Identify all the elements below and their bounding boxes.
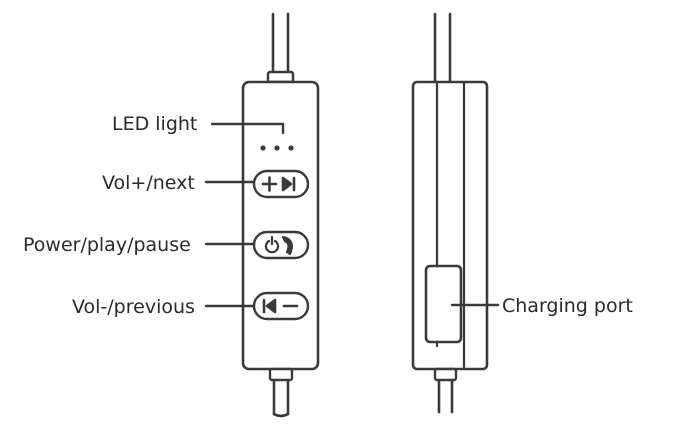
plus-next-icon xyxy=(261,176,296,192)
remote-side-view xyxy=(411,12,500,414)
bottom-cable xyxy=(268,367,294,418)
leader-lines-left xyxy=(204,122,285,308)
side-top-cable xyxy=(433,12,452,84)
led-light-dots xyxy=(260,145,294,151)
previous-minus-icon xyxy=(262,298,299,314)
top-cable xyxy=(266,12,295,84)
vol-up-next-button[interactable] xyxy=(252,169,310,199)
vol-up-label: Vol+/next xyxy=(102,172,195,194)
led-light-label: LED light xyxy=(112,113,197,135)
power-label: Power/play/pause xyxy=(23,234,191,256)
power-play-pause-button[interactable] xyxy=(252,230,310,260)
side-bottom-cable xyxy=(433,367,458,414)
vol-down-previous-button[interactable] xyxy=(252,291,310,321)
power-phone-icon xyxy=(264,235,293,256)
remote-front-view xyxy=(204,12,320,418)
charging-port-label: Charging port xyxy=(502,295,633,317)
vol-down-label: Vol-/previous xyxy=(72,296,195,318)
